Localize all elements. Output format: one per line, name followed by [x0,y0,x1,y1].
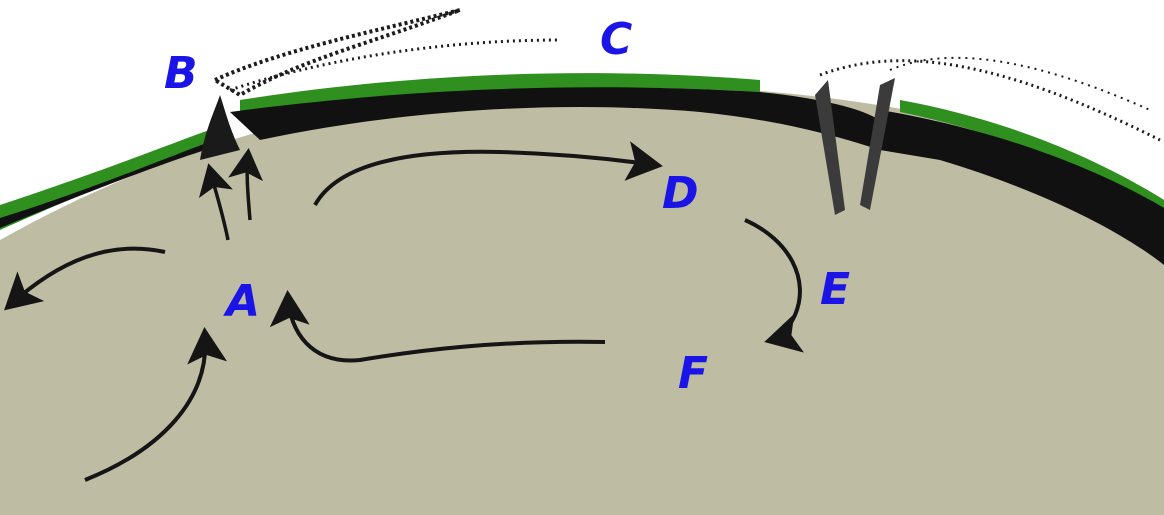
arrow-a-to-b-left [198,163,233,241]
plume-e-left [815,80,845,215]
plume-e-right [860,78,895,210]
label-d: D [662,168,699,219]
crust-layer-right [880,110,1164,265]
ash-cloud-e-2 [889,56,1151,111]
arrow-a-to-b-right [228,148,263,221]
arrow-a-outflow-left [4,246,166,311]
ash-cloud-e [819,59,1161,142]
surface-strip-center [240,73,760,112]
ridge-b [200,95,240,160]
arrow-upwelling-bottom [84,327,228,482]
crust-layer-center [230,87,880,150]
label-a: A [226,276,261,327]
label-f: F [678,348,709,399]
label-c: C [600,14,633,65]
label-b: B [164,48,198,99]
arrow-b-to-d [313,141,663,206]
ash-cloud-b [210,8,461,98]
arrow-f-to-a [269,290,606,363]
crust-layer-left [0,138,220,228]
label-e: E [820,264,851,315]
surface-strip-right [900,100,1164,212]
arrow-d-to-f [744,218,805,353]
